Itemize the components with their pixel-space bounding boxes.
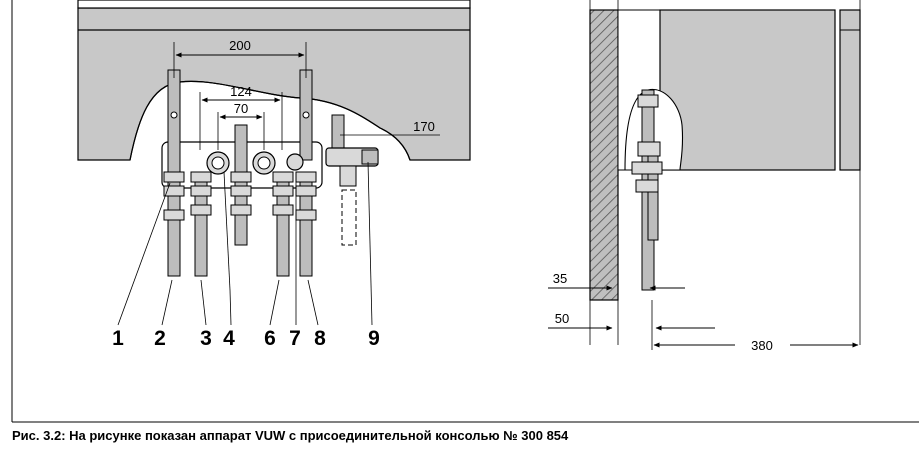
callout-4: 4 (223, 327, 235, 350)
pipe-nuts (163, 171, 317, 221)
dim-50-label: 50 (555, 311, 569, 326)
callout-3: 3 (200, 327, 212, 350)
casing-side (839, 9, 861, 171)
dim-170-label: 170 (413, 119, 435, 134)
appliance-body (77, 7, 471, 161)
dim-35-label: 35 (553, 271, 567, 286)
pipe-4 (234, 124, 248, 246)
callout-2: 2 (154, 327, 166, 350)
pipe-8-screw (302, 111, 310, 119)
callout-7: 7 (289, 327, 301, 350)
callout-8: 8 (314, 327, 326, 350)
gas-pipe-dashed (341, 189, 357, 246)
wall (589, 9, 619, 301)
callout-9: 9 (368, 327, 380, 350)
dim-124-label: 124 (230, 84, 252, 99)
dim-380-label: 380 (751, 338, 773, 353)
callout-6: 6 (264, 327, 276, 350)
side-view: 35 50 380 (548, 0, 861, 353)
dim-200-label: 200 (229, 38, 251, 53)
cutaway-edge (129, 80, 411, 161)
callout-leaders (117, 161, 373, 326)
front-view: 200 124 70 170 1 2 3 4 6 7 8 (77, 0, 471, 350)
appliance-side (659, 9, 836, 171)
pipe-2-screw (170, 111, 178, 119)
valve-7 (286, 153, 304, 171)
figure-caption: Рис. 3.2: На рисунке показан аппарат VUW… (12, 428, 569, 443)
appliance-top-edge (77, 0, 471, 9)
dim-70-label: 70 (234, 101, 248, 116)
callout-1: 1 (112, 327, 124, 350)
